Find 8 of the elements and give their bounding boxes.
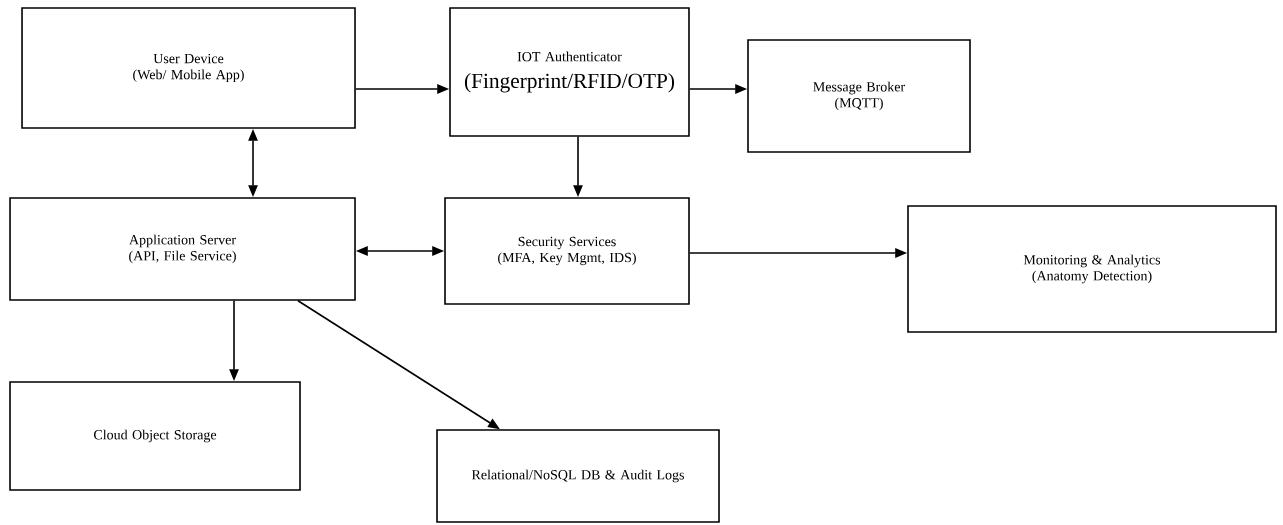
process-box: Cloud Object Storage: [9, 381, 301, 491]
process-box: Application Server (API, File Service): [9, 197, 356, 301]
process-box: User Device (Web/ Mobile App): [21, 7, 356, 129]
process-box: Security Services (MFA, Key Mgmt, IDS): [444, 197, 690, 305]
process-box: Monitoring & Analytics (Anatomy Detection): [907, 205, 1277, 333]
process-box: Message Broker (MQTT): [747, 39, 971, 153]
process-box: Relational/NoSQL DB & Audit Logs: [436, 429, 720, 523]
process-box: IOT Authenticator (Fingerprint/RFID/OTP): [449, 7, 690, 137]
